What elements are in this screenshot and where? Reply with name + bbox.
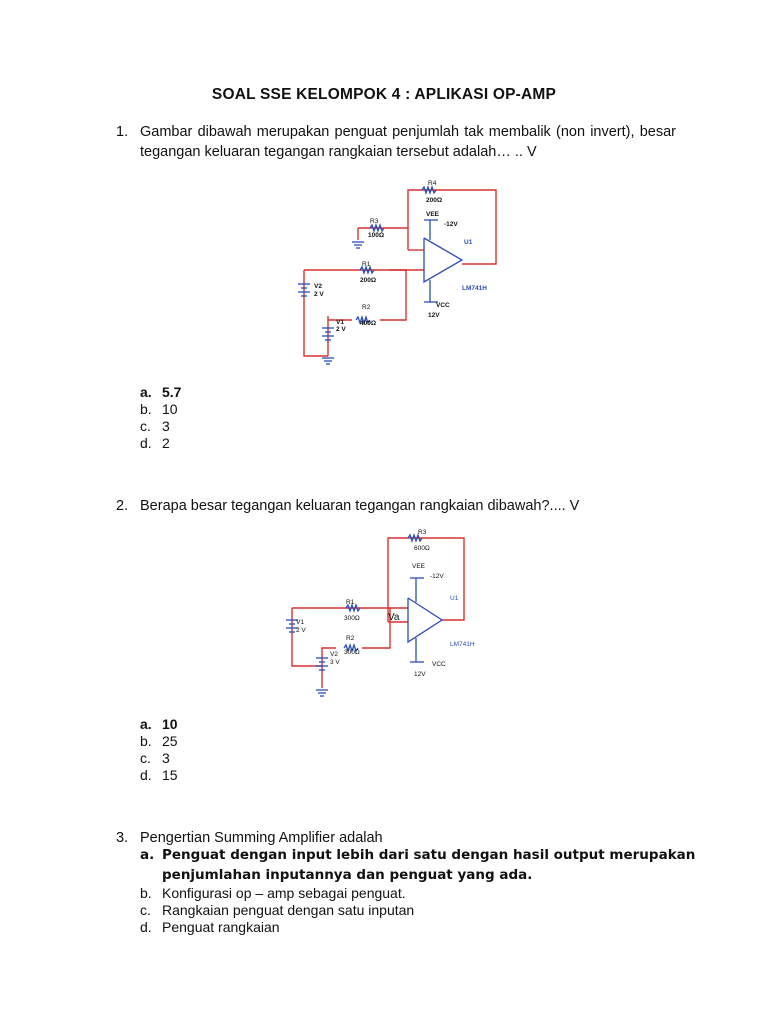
vcc-label: VCC: [436, 302, 450, 309]
option-d[interactable]: d.Penguat rangkaian: [140, 919, 280, 935]
opamp-model: LM741H: [462, 285, 487, 292]
v2-label: V2: [314, 283, 322, 290]
option-c[interactable]: c.3: [140, 750, 170, 766]
option-d[interactable]: d.15: [140, 767, 178, 783]
options-2: a.10 b.25 c.3 d.15: [140, 716, 700, 784]
va-label: Va: [388, 612, 400, 623]
v1-value: 2 V: [336, 326, 346, 333]
option-d[interactable]: d.2: [140, 435, 170, 451]
r2-label: R2: [362, 304, 371, 311]
u1-label: U1: [450, 595, 459, 602]
r3-label: R3: [370, 218, 379, 225]
question-2: 2. Berapa besar tegangan keluaran tegang…: [116, 496, 676, 516]
opamp-model: LM741H: [450, 641, 475, 648]
r2-label: R2: [346, 635, 355, 642]
question-text: Berapa besar tegangan keluaran tegangan …: [140, 498, 580, 514]
r1-label: R1: [362, 261, 371, 268]
option-c[interactable]: c.Rangkaian penguat dengan satu inputan: [140, 902, 415, 918]
v1-label: V1: [336, 319, 344, 326]
r3-value: 600Ω: [414, 545, 430, 552]
r1-value: 200Ω: [360, 277, 376, 284]
options-3: a.Penguat dengan input lebih dari satu d…: [140, 845, 700, 936]
v1-value: 2 V: [296, 627, 306, 634]
vcc-value: 12V: [414, 671, 426, 678]
vee-label: VEE: [426, 211, 440, 218]
question-1: 1. Gambar dibawah merupakan penguat penj…: [116, 122, 676, 162]
question-number: 3.: [116, 830, 129, 846]
option-a[interactable]: a.5.7: [140, 384, 182, 400]
option-b[interactable]: b.Konfigurasi op – amp sebagai penguat.: [140, 885, 406, 901]
option-a[interactable]: a.10: [140, 716, 178, 732]
option-b[interactable]: b.25: [140, 733, 178, 749]
question-number: 2.: [116, 498, 129, 514]
page-title: SOAL SSE KELOMPOK 4 : APLIKASI OP-AMP: [211, 86, 557, 103]
circuit-diagram-2: R3 600Ω R1 300Ω R2 300Ω V1 2 V V2 3 V Va…: [286, 529, 475, 697]
r3-value: 100Ω: [368, 232, 384, 239]
v2-value: 3 V: [330, 659, 340, 666]
v1-label: V1: [296, 619, 304, 626]
vcc-value: 12V: [428, 312, 440, 319]
r1-label: R1: [346, 599, 355, 606]
question-number: 1.: [116, 124, 129, 140]
r2-value: 300Ω: [344, 649, 360, 656]
vee-label: VEE: [412, 563, 426, 570]
u1-label: U1: [464, 239, 473, 246]
option-b[interactable]: b.10: [140, 401, 178, 417]
option-a[interactable]: a.Penguat dengan input lebih dari satu d…: [140, 847, 696, 883]
vcc-label: VCC: [432, 661, 446, 668]
options-1: a.5.7 b.10 c.3 d.2: [140, 384, 700, 452]
r3-label: R3: [418, 529, 427, 536]
vee-value: -12V: [430, 573, 444, 580]
question-text: Pengertian Summing Amplifier adalah: [140, 830, 383, 846]
vee-value: -12V: [444, 221, 458, 228]
question-text: Gambar dibawah merupakan penguat penjuml…: [140, 124, 676, 160]
v2-label: V2: [330, 651, 338, 658]
r4-value: 200Ω: [426, 197, 442, 204]
question-3: 3. Pengertian Summing Amplifier adalah: [116, 828, 676, 848]
r4-label: R4: [428, 180, 437, 187]
circuit-diagram-1: R4 200Ω R3 100Ω R1 200Ω R2 400Ω V2 2 V V…: [298, 180, 497, 365]
r1-value: 300Ω: [344, 615, 360, 622]
v2-value: 2 V: [314, 291, 324, 298]
r2-value: 400Ω: [360, 320, 376, 327]
option-c[interactable]: c.3: [140, 418, 170, 434]
